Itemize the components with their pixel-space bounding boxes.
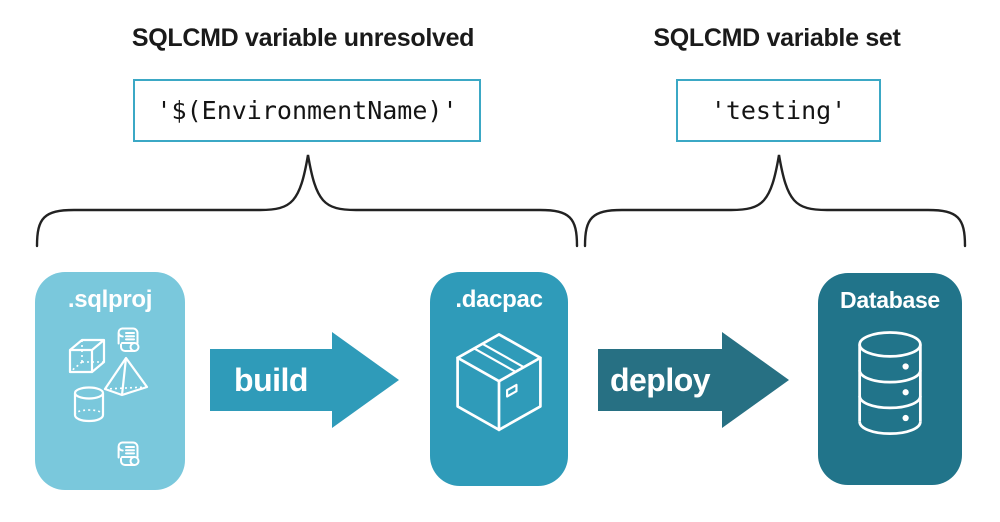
package-box-icon [456,333,542,432]
left-code-text: '$(EnvironmentName)' [156,96,458,125]
right-heading: SQLCMD variable set [653,24,901,52]
node-sqlproj: .sqlproj [35,272,185,490]
scroll-icon [117,441,140,466]
cylinder-icon [73,386,105,423]
cube-icon [68,338,106,374]
right-code-text: 'testing' [710,96,847,125]
left-brace [35,154,579,248]
sql-objects-icon [68,327,149,466]
deploy-arrow-label: deploy [609,361,711,398]
node-dacpac: .dacpac [430,272,568,486]
sqlproj-label: .sqlproj [67,286,153,313]
build-arrow: build [210,331,400,429]
right-brace [583,154,967,248]
build-arrow-label: build [234,361,308,398]
database-cylinder-icon [858,331,922,436]
dacpac-label: .dacpac [455,286,543,313]
deploy-arrow: deploy [598,331,790,429]
node-database: Database [818,273,962,485]
scroll-icon [117,327,140,352]
build-arrow-shape [210,332,399,428]
deploy-arrow-shape [598,332,789,428]
right-code-box: 'testing' [676,79,881,142]
left-heading: SQLCMD variable unresolved [131,24,475,52]
database-label: Database [840,287,940,313]
pyramid-icon [103,356,149,397]
left-code-box: '$(EnvironmentName)' [133,79,481,142]
